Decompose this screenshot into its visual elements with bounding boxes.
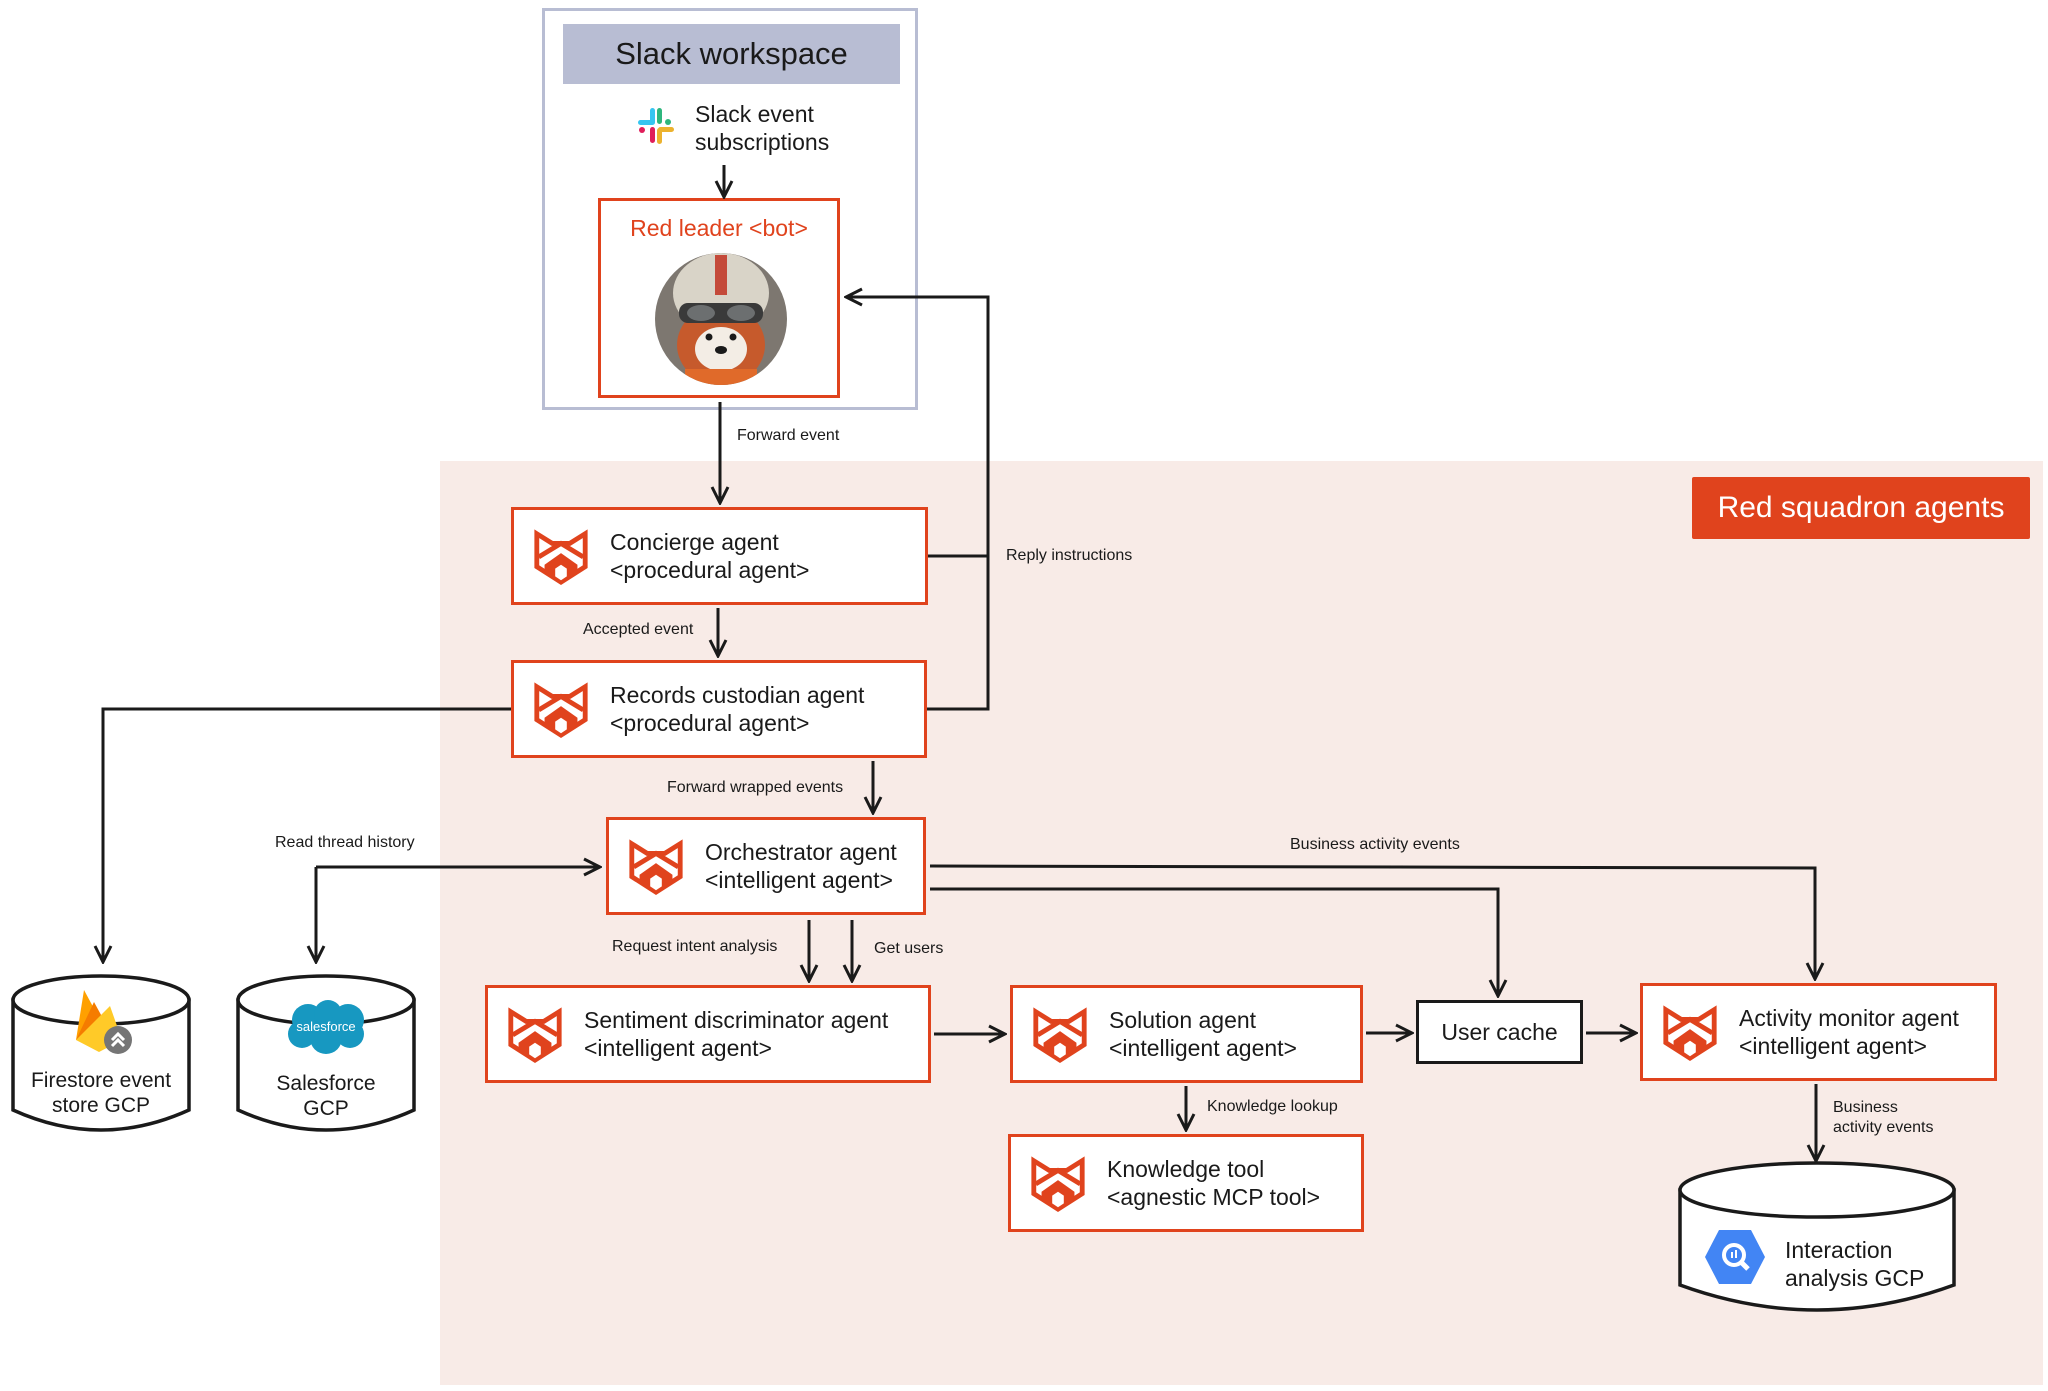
red-panda-agent-icon — [1659, 1002, 1721, 1062]
sentiment-discriminator-agent-node: Sentiment discriminator agent<intelligen… — [485, 985, 931, 1083]
slack-event-subscriptions: Slack event subscriptions — [695, 101, 830, 155]
firestore-cylinder — [11, 974, 191, 1132]
label-read-thread: Read thread history — [275, 834, 415, 851]
salesforce-cylinder — [236, 974, 416, 1132]
bigquery-icon — [1703, 1228, 1767, 1286]
label-forward-wrapped: Forward wrapped events — [667, 779, 844, 796]
svg-text:salesforce: salesforce — [296, 1019, 355, 1034]
slack-workspace-title: Slack workspace — [563, 24, 900, 84]
solution-agent-node: Solution agent<intelligent agent> — [1010, 985, 1363, 1083]
concierge-agent-node: Concierge agent<procedural agent> — [511, 507, 928, 605]
edge-get-users-cache — [930, 887, 1498, 996]
edge-business-activity — [929, 864, 1815, 979]
slack-logo-icon — [636, 106, 676, 146]
edge-reply-instructions-records — [926, 556, 990, 711]
red-panda-agent-icon — [530, 679, 592, 739]
label-business-activity: Business activity events — [1290, 836, 1460, 853]
label-forward-event: Forward event — [737, 427, 840, 444]
knowledge-tool-node: Knowledge tool<agnestic MCP tool> — [1008, 1134, 1364, 1232]
label-reply-instructions: Reply instructions — [1006, 547, 1133, 564]
red-panda-avatar — [655, 253, 787, 385]
red-panda-agent-icon — [504, 1004, 566, 1064]
red-panda-agent-icon — [625, 836, 687, 896]
edge-records-to-firestore — [103, 707, 511, 962]
red-leader-bot: Red leader <bot> — [598, 198, 840, 398]
user-cache-node: User cache — [1416, 1000, 1583, 1064]
label-knowledge-lookup: Knowledge lookup — [1207, 1098, 1338, 1115]
red-panda-agent-icon — [1029, 1004, 1091, 1064]
red-panda-agent-icon — [1027, 1153, 1089, 1213]
label-get-users: Get users — [874, 940, 944, 957]
label-business-activity-store: Business activity events — [1833, 1099, 1934, 1136]
label-request-intent: Request intent analysis — [612, 938, 778, 955]
firebase-icon — [70, 988, 134, 1058]
red-leader-title: Red leader <bot> — [630, 215, 808, 241]
red-panda-agent-icon — [530, 526, 592, 586]
salesforce-store-label: Salesforce GCP — [276, 1072, 376, 1120]
label-accepted-event: Accepted event — [583, 621, 694, 638]
salesforce-logo-icon: salesforce — [282, 998, 370, 1056]
orchestrator-agent-node: Orchestrator agent<intelligent agent> — [606, 817, 926, 915]
edge-reply-instructions — [846, 297, 990, 558]
activity-monitor-agent-node: Activity monitor agent<intelligent agent… — [1640, 983, 1997, 1081]
records-custodian-agent-node: Records custodian agent<procedural agent… — [511, 660, 927, 758]
red-squadron-label: Red squadron agents — [1692, 477, 2030, 539]
firestore-store-label: Firestore event store GCP — [30, 1069, 172, 1117]
interaction-store-label: Interaction analysis GCP — [1785, 1237, 1925, 1291]
